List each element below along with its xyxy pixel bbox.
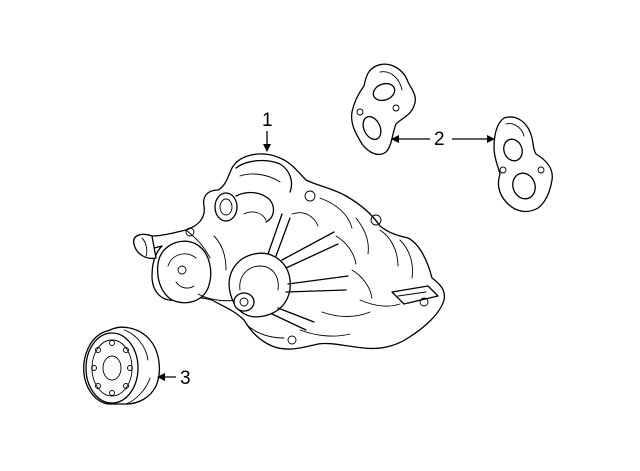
- callout-3-number: 3: [180, 368, 191, 389]
- pulley: [83, 326, 161, 405]
- callout-1-number: 1: [262, 110, 273, 131]
- callout-2-number: 2: [434, 129, 445, 150]
- gasket-left: [350, 63, 416, 156]
- gasket-right: [493, 116, 553, 213]
- callout-2: 2: [391, 129, 495, 150]
- water-pump-housing: [133, 153, 446, 350]
- callout-1: 1: [262, 110, 273, 152]
- callout-3: 3: [157, 368, 191, 389]
